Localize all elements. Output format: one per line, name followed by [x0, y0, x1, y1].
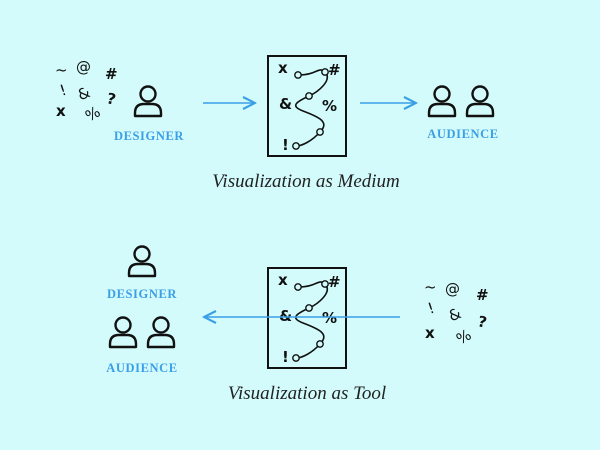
card-symbol-exclamation: !	[282, 136, 289, 154]
symbol-at: @	[76, 58, 91, 76]
tool-symbol-question: ?	[476, 312, 488, 331]
tool-audience-person-icon-2	[146, 316, 176, 349]
medium-symbol-cloud: ~ @ # ! & ? x %	[55, 58, 118, 125]
card-symbol-ampersand: &	[279, 95, 292, 113]
tool-symbol-hash: #	[476, 286, 489, 304]
tool-audience-person-icon-1	[108, 316, 138, 349]
tool-card-symbol-hash: #	[328, 273, 341, 291]
tool-symbol-percent: %	[453, 326, 474, 349]
tool-card-symbol-exclamation: !	[282, 348, 289, 366]
medium-caption: Visualization as Medium	[212, 171, 400, 192]
audience-label: AUDIENCE	[427, 127, 498, 141]
audience-person-icon-2	[465, 85, 495, 118]
audience-person-icon-1	[427, 85, 457, 118]
tool-card-symbol-percent: %	[322, 309, 337, 327]
symbol-tilde: ~	[55, 61, 68, 79]
designer-label: DESIGNER	[114, 129, 184, 143]
card-symbol-percent: %	[322, 97, 337, 115]
symbol-ampersand: &	[75, 83, 93, 104]
tool-designer-person-icon	[127, 245, 157, 278]
tool-card-symbol-x: x	[278, 271, 288, 289]
designer-person-icon	[133, 85, 163, 118]
symbol-percent: %	[82, 103, 103, 126]
symbol-exclamation: !	[57, 81, 68, 100]
tool-caption: Visualization as Tool	[228, 383, 386, 404]
tool-designer-label: DESIGNER	[107, 287, 177, 301]
symbol-question: ?	[105, 89, 117, 108]
tool-section: DESIGNER AUDIENCE x # & % ! ~ @ # ! & ? …	[106, 245, 489, 404]
tool-document-icon: x # & % !	[267, 267, 347, 369]
medium-section: ~ @ # ! & ? x % DESIGNER x # & % !	[55, 55, 498, 192]
card-symbol-hash: #	[328, 61, 341, 79]
tool-symbol-x: x	[425, 324, 435, 342]
card-symbol-x: x	[278, 59, 288, 77]
symbol-x: x	[56, 102, 66, 120]
tool-card-symbol-ampersand: &	[279, 307, 292, 325]
tool-symbol-at: @	[445, 280, 460, 298]
medium-document-icon: x # & % !	[267, 55, 347, 157]
tool-symbol-tilde: ~	[424, 278, 437, 296]
tool-audience-label: AUDIENCE	[106, 361, 177, 375]
tool-symbol-cloud: ~ @ # ! & ? x %	[424, 278, 489, 348]
tool-symbol-exclamation: !	[425, 299, 436, 318]
tool-symbol-ampersand: &	[446, 304, 464, 325]
symbol-hash: #	[105, 65, 118, 83]
